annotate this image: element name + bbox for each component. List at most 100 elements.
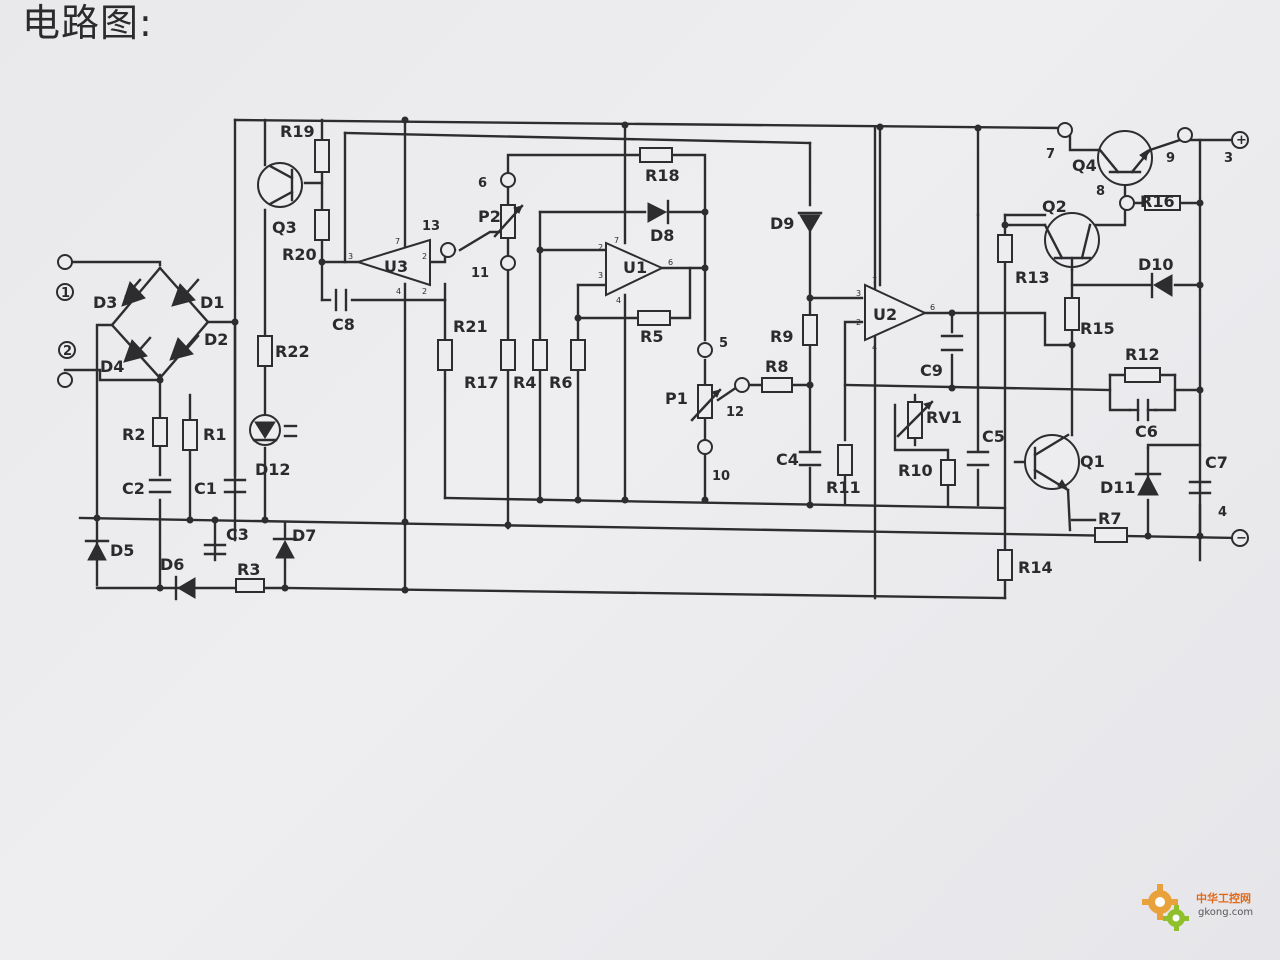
label-r3: R3 [237,560,260,579]
label-r15: R15 [1080,319,1115,338]
opamp-u2: 3 2 7 4 6 [856,276,935,352]
transistor-q3 [257,162,303,208]
label-c6: C6 [1135,422,1158,441]
gear-icon [1142,884,1189,931]
resistor-r5 [637,310,671,326]
label-d1: D1 [200,293,224,312]
label-r16: R16 [1140,192,1175,211]
terminal-number-9: 9 [1166,151,1175,166]
label-c8: C8 [332,315,355,334]
svg-text:7: 7 [614,236,619,245]
terminal-number-3: 3 [1224,151,1233,166]
svg-text:3: 3 [348,252,353,261]
label-d8: D8 [650,226,674,245]
capacitor-c1 [223,478,247,494]
svg-text:3: 3 [598,271,603,280]
watermark-site-name: 中华工控网 [1196,892,1251,905]
svg-text:4: 4 [616,296,621,305]
terminal-4-minus: − [1236,531,1247,546]
potentiometer-p2 [493,204,524,239]
terminal-number-1: 1 [61,286,70,301]
resistor-r1 [182,419,198,451]
potentiometer-p1 [690,384,722,422]
label-d11: D11 [1100,478,1136,497]
terminal-10 [697,439,713,455]
label-r10: R10 [898,461,933,480]
resistor-r22 [257,335,273,367]
terminal-4 [1231,529,1249,547]
label-d6: D6 [160,555,184,574]
resistor-r21 [437,339,453,371]
diode-d10 [1150,272,1173,299]
svg-text:6: 6 [668,258,673,267]
label-r12: R12 [1125,345,1160,364]
label-r11: R11 [826,478,861,497]
terminal-number-6: 6 [478,176,487,191]
resistor-r3 [235,578,265,593]
svg-text:2: 2 [422,252,427,261]
resistor-r15 [1064,297,1080,331]
terminal-5 [697,342,713,358]
capacitor-c9 [940,334,964,352]
transistors [257,130,1153,492]
transistor-q4 [1097,130,1153,186]
terminal-number-11: 11 [471,266,489,281]
label-q4: Q4 [1072,156,1097,175]
label-r4: R4 [513,373,536,392]
label-r9: R9 [770,327,793,346]
resistor-r2 [152,417,168,447]
watermark: 中华工控网 gkong.com [1138,876,1268,946]
terminal-number-12: 12 [726,405,744,420]
label-d9: D9 [770,214,794,233]
label-r1: R1 [203,425,226,444]
label-d12: D12 [255,460,291,479]
resistor-r8 [761,377,793,393]
svg-text:6: 6 [930,303,935,312]
label-d3: D3 [93,293,117,312]
svg-text:3: 3 [856,289,861,298]
resistor-r6 [570,339,586,371]
terminal-number-7: 7 [1046,147,1055,162]
terminal-number-5: 5 [719,336,728,351]
resistor-bodies [152,139,1181,593]
terminal-9 [1177,127,1193,143]
label-d4: D4 [100,357,124,376]
resistor-r18 [639,147,673,163]
svg-text:2: 2 [856,318,861,327]
terminal-6 [500,172,516,188]
diode-d7 [272,537,298,559]
opamp-u1: 2 3 7 4 6 [598,236,673,305]
opamps: 7 3 2 2 4 2 3 7 4 6 3 2 7 4 6 [348,236,935,352]
terminal-number-13: 13 [422,219,440,234]
resistor-r12 [1124,367,1161,383]
capacitors [148,288,1212,556]
terminal-number-2: 2 [63,344,72,359]
terminal-numbers: 1 2 3 4 5 6 7 8 9 10 11 12 13 + − [61,133,1247,546]
transistor-q2 [1043,212,1100,272]
label-c7: C7 [1205,453,1228,472]
label-r14: R14 [1018,558,1053,577]
label-d7: D7 [292,526,316,545]
label-d2: D2 [204,330,228,349]
svg-text:2: 2 [598,243,603,252]
label-r7: R7 [1098,509,1121,528]
diode-d11 [1134,446,1162,496]
capacitor-c6 [1128,398,1158,422]
watermark-url: gkong.com [1198,907,1254,918]
diode-d3 [110,266,162,327]
label-r19: R19 [280,122,315,141]
terminal-number-4: 4 [1218,505,1227,520]
label-rv1: RV1 [926,408,962,427]
terminal-7 [1057,122,1073,138]
label-r2: R2 [122,425,145,444]
terminal-3-plus: + [1236,133,1247,148]
label-q3: Q3 [272,218,297,237]
transistor-q1 [1024,433,1080,492]
label-u1: U1 [623,258,647,277]
terminal-number-10: 10 [712,469,730,484]
resistor-r9 [802,314,818,346]
resistor-r7 [1094,527,1128,543]
label-d10: D10 [1138,255,1174,274]
diode-d2 [158,320,210,380]
